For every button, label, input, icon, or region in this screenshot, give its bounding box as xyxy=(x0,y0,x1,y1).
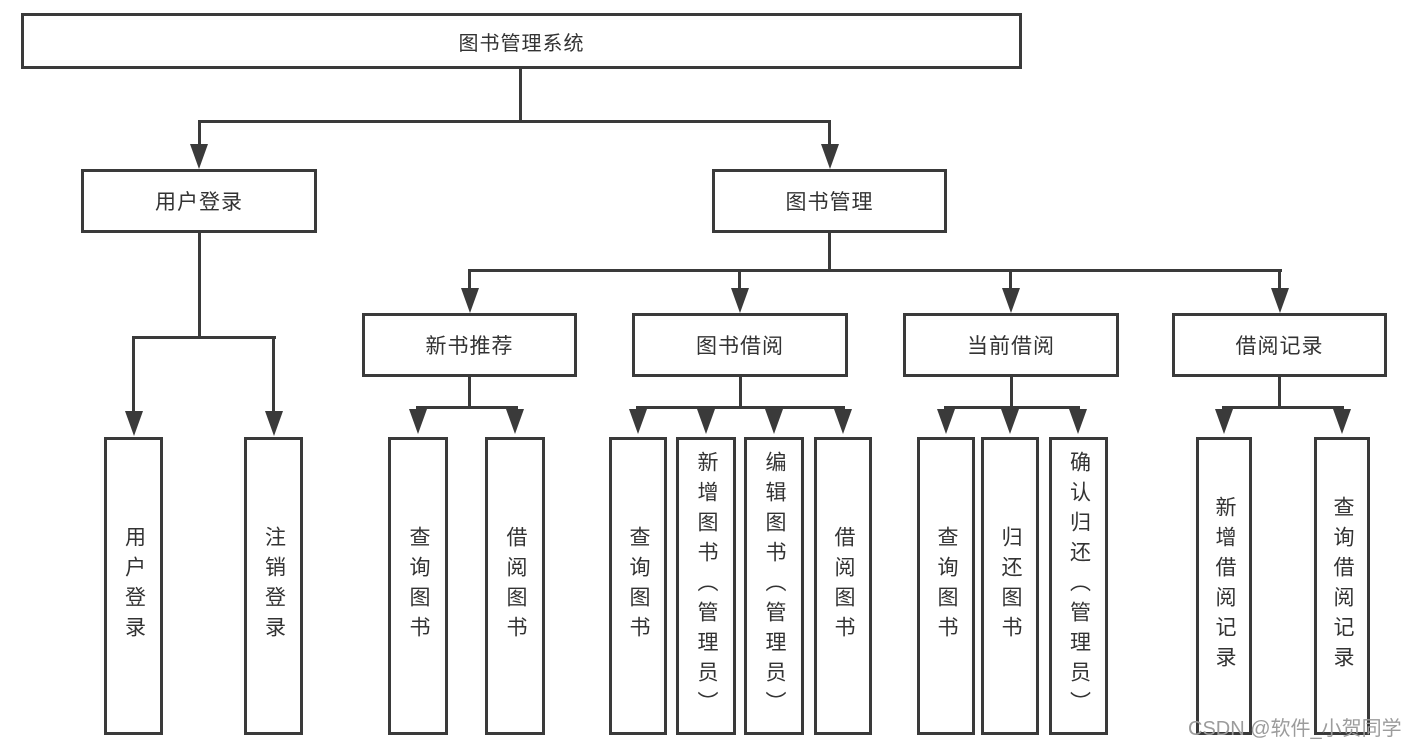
connector-line xyxy=(198,120,201,146)
connector-line xyxy=(1009,269,1012,289)
node-book-management: 图书管理 xyxy=(712,169,947,233)
connector-line xyxy=(469,269,1282,272)
arrow-down-icon xyxy=(409,409,427,434)
arrow-down-icon xyxy=(765,409,783,434)
connector-line xyxy=(739,377,742,408)
arrow-down-icon xyxy=(937,409,955,434)
connector-line xyxy=(132,336,276,339)
node-new-book-recommendation: 新书推荐 xyxy=(362,313,577,377)
leaf-borrow-books: 借阅图书 xyxy=(814,437,872,735)
connector-line xyxy=(944,406,1080,409)
connector-line xyxy=(738,269,741,289)
arrow-down-icon xyxy=(1001,409,1019,434)
leaf-borrow-books: 借阅图书 xyxy=(485,437,545,735)
connector-line xyxy=(828,233,831,272)
arrow-down-icon xyxy=(1002,288,1020,313)
connector-line xyxy=(198,120,831,123)
arrow-down-icon xyxy=(125,411,143,436)
connector-line xyxy=(468,269,471,289)
leaf-add-books-admin: 新增图书（管理员） xyxy=(676,437,736,735)
connector-line xyxy=(1278,269,1281,289)
leaf-query-books: 查询图书 xyxy=(388,437,448,735)
watermark: CSDN @软件_小贺同学 xyxy=(1188,718,1402,740)
connector-line xyxy=(416,406,518,409)
arrow-down-icon xyxy=(834,409,852,434)
connector-line xyxy=(468,377,471,408)
node-library-management-system: 图书管理系统 xyxy=(21,13,1022,69)
leaf-edit-books-admin: 编辑图书（管理员） xyxy=(744,437,804,735)
arrow-down-icon xyxy=(731,288,749,313)
arrow-down-icon xyxy=(1215,409,1233,434)
arrow-down-icon xyxy=(1333,409,1351,434)
leaf-logout: 注销登录 xyxy=(244,437,303,735)
leaf-query-books: 查询图书 xyxy=(609,437,667,735)
connector-line xyxy=(132,336,135,413)
leaf-add-borrow-record: 新增借阅记录 xyxy=(1196,437,1252,735)
leaf-query-borrow-record: 查询借阅记录 xyxy=(1314,437,1370,735)
arrow-down-icon xyxy=(506,409,524,434)
arrow-down-icon xyxy=(461,288,479,313)
leaf-query-books: 查询图书 xyxy=(917,437,975,735)
arrow-down-icon xyxy=(821,144,839,169)
node-book-borrowing: 图书借阅 xyxy=(632,313,848,377)
arrow-down-icon xyxy=(1069,409,1087,434)
connector-line xyxy=(828,120,831,146)
node-current-borrowing: 当前借阅 xyxy=(903,313,1119,377)
connector-line xyxy=(1278,377,1281,408)
leaf-confirm-return-admin: 确认归还（管理员） xyxy=(1049,437,1108,735)
connector-line xyxy=(1010,377,1013,408)
arrow-down-icon xyxy=(190,144,208,169)
arrow-down-icon xyxy=(697,409,715,434)
connector-line xyxy=(198,233,201,338)
leaf-return-books: 归还图书 xyxy=(981,437,1039,735)
connector-line xyxy=(1222,406,1344,409)
arrow-down-icon xyxy=(265,411,283,436)
connector-line xyxy=(636,406,845,409)
arrow-down-icon xyxy=(629,409,647,434)
arrow-down-icon xyxy=(1271,288,1289,313)
node-user-login: 用户登录 xyxy=(81,169,317,233)
node-borrowing-records: 借阅记录 xyxy=(1172,313,1387,377)
leaf-user-login: 用户登录 xyxy=(104,437,163,735)
connector-line xyxy=(519,69,522,122)
connector-line xyxy=(272,336,275,413)
